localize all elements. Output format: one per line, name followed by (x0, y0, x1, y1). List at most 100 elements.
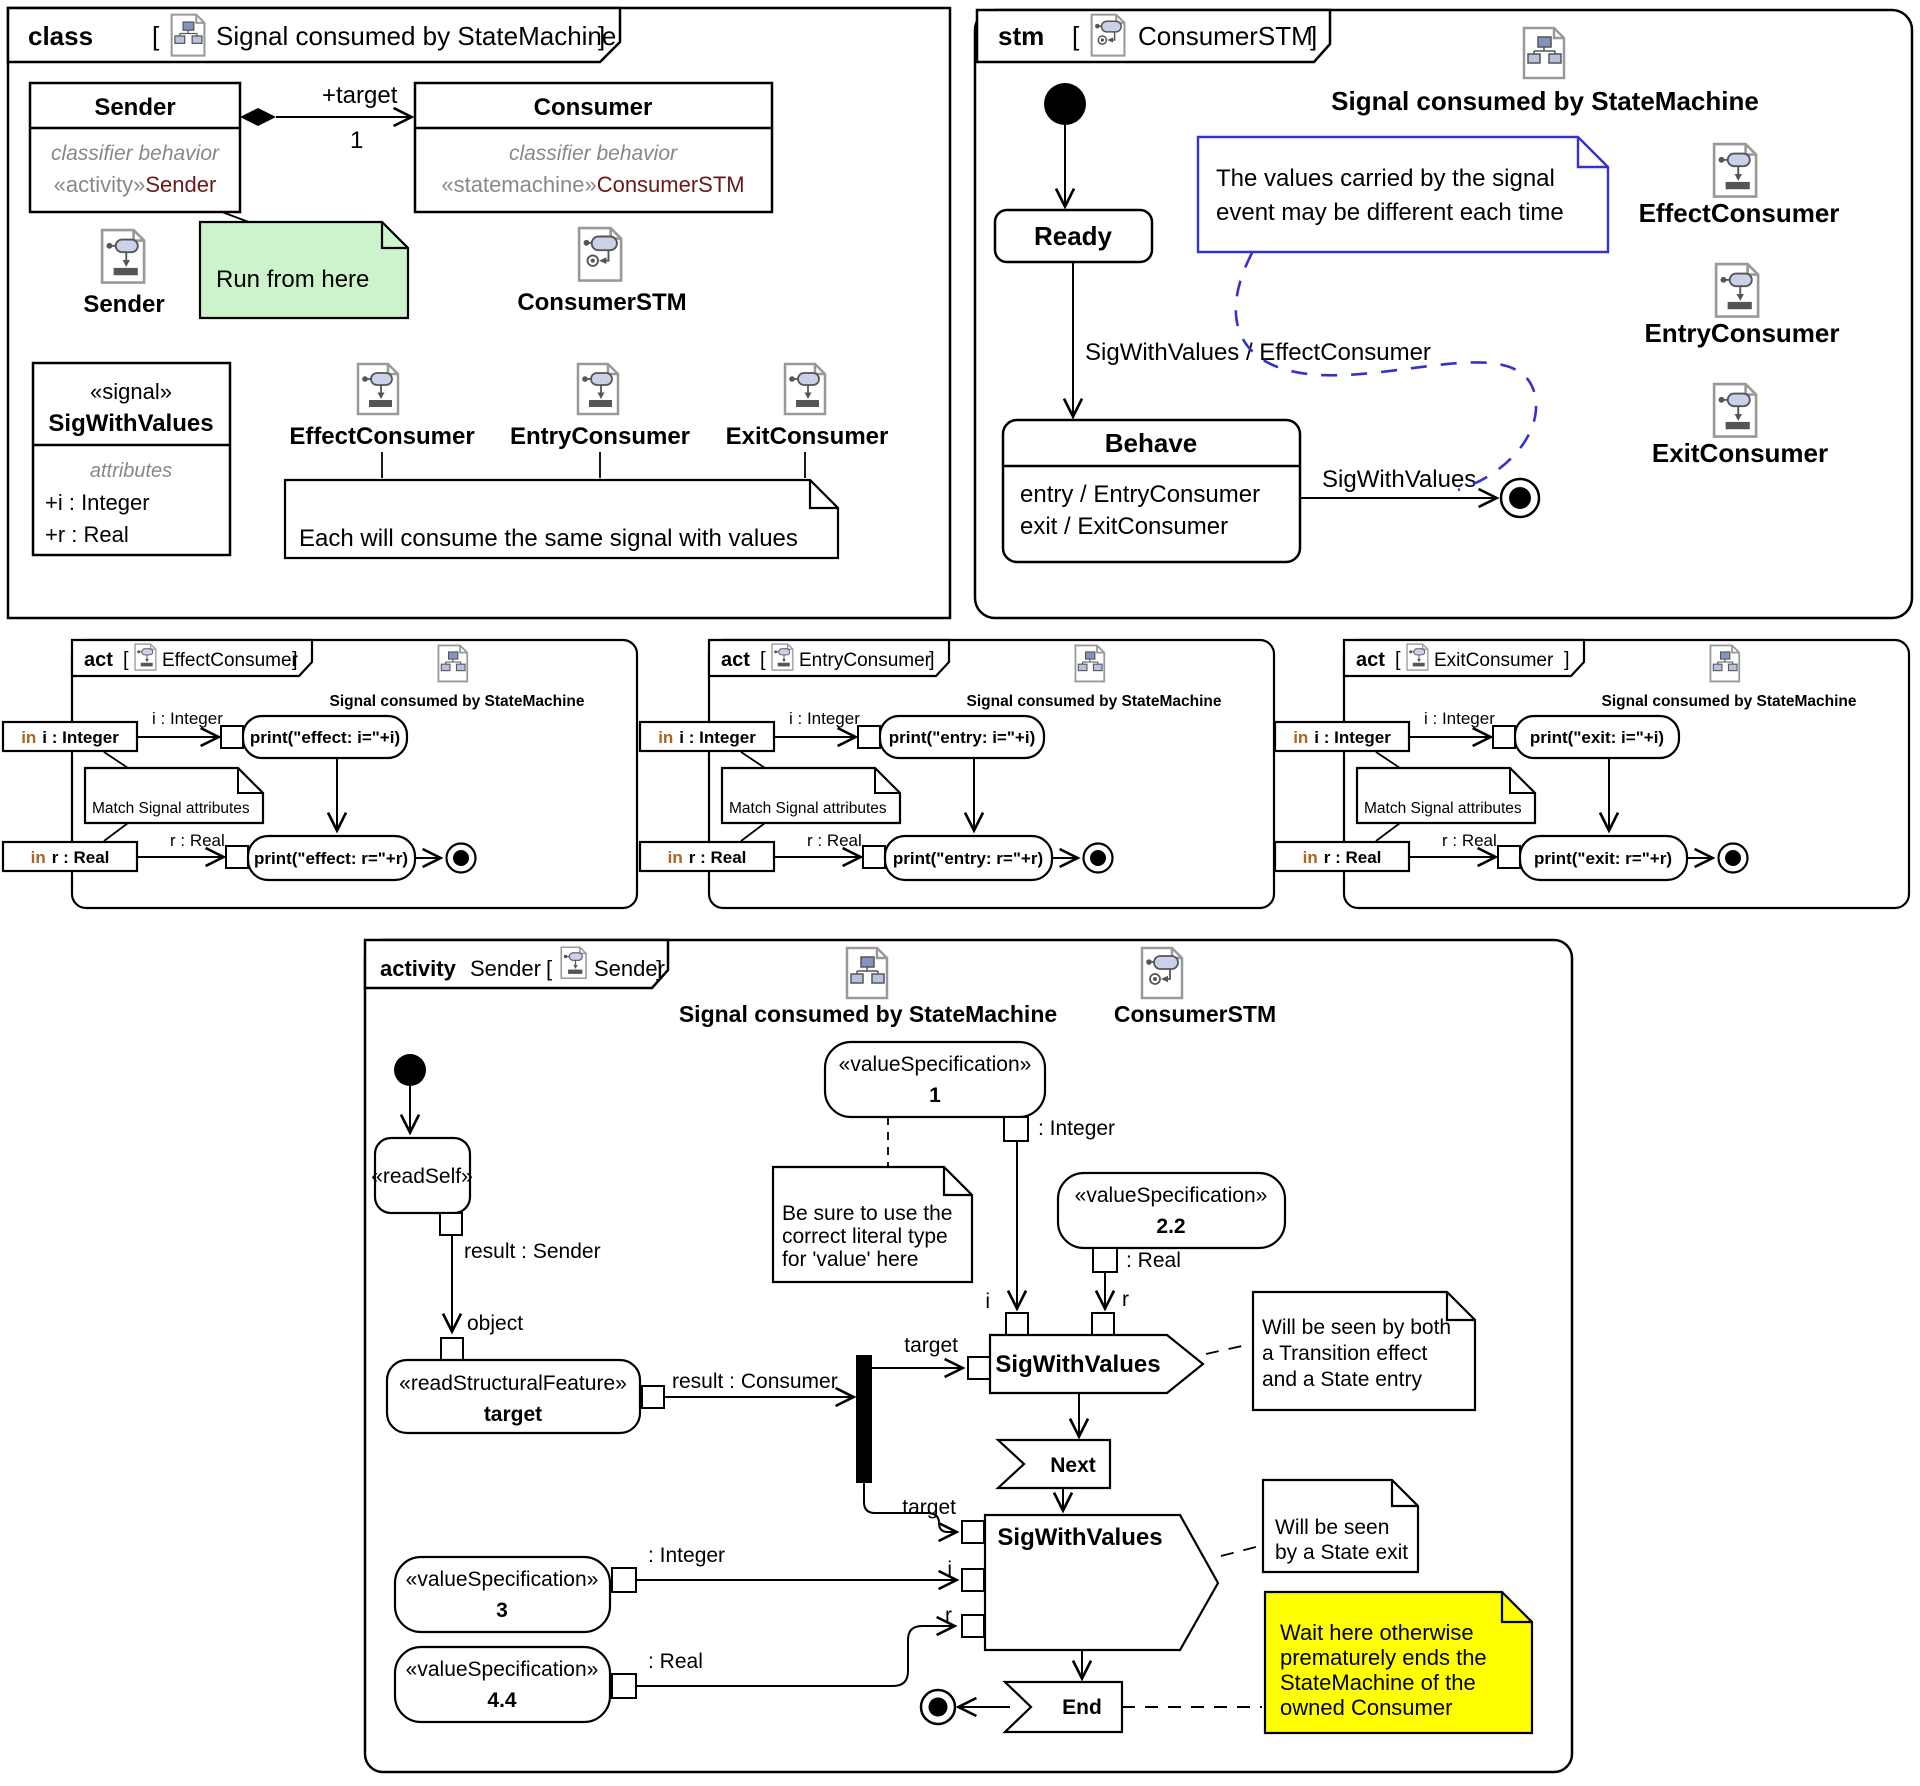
print-r-input-pin (1497, 845, 1521, 869)
literal-note-line3: for 'value' here (782, 1248, 918, 1271)
send2-sigwithvalues-action (983, 1513, 1220, 1652)
act-tab-activity-icon (771, 643, 794, 671)
readself-label: «readSelf» (371, 1165, 473, 1188)
valuespec-1-pin-label: : Integer (1038, 1117, 1115, 1140)
note-wait-fold-icon (1500, 1592, 1532, 1624)
behave-state-box (1001, 418, 1302, 564)
values-note-line2: event may be different each time (1216, 199, 1564, 226)
values-note-line1: The values carried by the signal (1216, 165, 1555, 192)
sigwithvalues-signal-class: «signal» SigWithValues attributes +i : I… (31, 361, 232, 557)
act-frame-bracket-open: [ (123, 649, 129, 671)
valuespec-22-result-pin (1092, 1247, 1118, 1273)
valuespec-3-stereotype: «valueSpecification» (406, 1568, 599, 1591)
sender-classifier-behavior-label: classifier behavior (51, 142, 220, 165)
effectconsumer-artifact-label: EffectConsumer (289, 423, 474, 450)
print-i-input-pin (220, 725, 244, 749)
print-r-input-pin (225, 845, 249, 869)
entryconsumer-artifact-label: EntryConsumer (510, 423, 690, 450)
valuespec-22-pin-label: : Real (1126, 1249, 1181, 1272)
act-frame-bracket-close: ] (1564, 649, 1570, 671)
act-package-icon (437, 644, 469, 683)
entryconsumer-activity-icon (1714, 262, 1760, 318)
note-both-line2: a Transition effect (1262, 1342, 1428, 1365)
class-frame-title: Signal consumed by StateMachine (216, 21, 616, 51)
entryconsumer-activity-icon (576, 362, 620, 416)
activity-frame-name: Sender (470, 956, 541, 981)
param-node-r (1273, 840, 1411, 873)
edge-i-label: i : Integer (152, 709, 223, 728)
note-wait-line4: owned Consumer (1280, 1695, 1452, 1720)
valuespec-1-value: 1 (929, 1084, 941, 1107)
activity-package-label: Signal consumed by StateMachine (679, 1001, 1057, 1027)
behave-state-name: Behave (1105, 428, 1198, 458)
match-note-body (83, 766, 265, 825)
note-exit-anchor (1220, 1545, 1261, 1557)
note-wait-body (1263, 1590, 1534, 1735)
print-i-action (878, 714, 1046, 760)
accept-next-action (995, 1438, 1112, 1490)
edge-r-label: r : Real (807, 831, 862, 850)
signal-attr-i: +i : Integer (45, 490, 150, 515)
sender-class: Sender classifier behavior «activity»Sen… (28, 81, 242, 214)
association-role-label: +target (322, 82, 398, 109)
note-wait-line3: StateMachine of the (1280, 1670, 1476, 1695)
note-both-line1: Will be seen by both (1262, 1316, 1451, 1339)
match-note-fold-icon (874, 768, 900, 794)
send2-r-pin (961, 1614, 985, 1638)
fork-to-send2-edge (863, 1483, 960, 1543)
valuespec-3-value: 3 (496, 1599, 508, 1622)
send1-r-pin-label: r (1122, 1288, 1129, 1311)
exitconsumer-activity-icon (783, 362, 827, 416)
valuespec-3-pin-label: : Integer (648, 1544, 725, 1567)
param-node-i (638, 720, 776, 753)
behave-to-final-label: SigWithValues (1322, 466, 1476, 493)
signal-name: SigWithValues (48, 410, 213, 437)
send2-target-pin (961, 1520, 985, 1544)
act-package-icon (1074, 644, 1106, 683)
send1-sigwithvalues-action (988, 1333, 1205, 1395)
behave-exit-label: exit / ExitConsumer (1020, 513, 1228, 540)
stm-frame-tab (975, 8, 1332, 64)
exitconsumer-artifact-label: ExitConsumer (726, 423, 889, 450)
act-frame-entryconsumer: act [ EntryConsumer ] Signal consumed by… (638, 638, 1276, 910)
note-both-fold-icon (1445, 1292, 1475, 1322)
valuespec-1-stereotype: «valueSpecification» (839, 1053, 1032, 1076)
match-note-anchor-r (103, 822, 129, 842)
act-frame-tab (707, 638, 951, 678)
association-multiplicity: 1 (350, 127, 363, 154)
values-note-fold-icon (1576, 137, 1608, 169)
edge-i-label: i : Integer (1424, 709, 1495, 728)
match-note-fold-icon (237, 768, 263, 794)
consume-note-text: Each will consume the same signal with v… (299, 525, 798, 552)
send1-r-pin (1091, 1312, 1115, 1336)
values-note: The values carried by the signal event m… (1196, 135, 1610, 254)
act-frame-title: ExitConsumer (1434, 650, 1554, 671)
stm-frame-bracket-open: [ (1072, 21, 1080, 51)
activity-frame-bracket-open: [ (546, 956, 552, 981)
match-note-body (720, 766, 902, 825)
match-note-anchor-i (103, 751, 129, 769)
effectconsumer-activity-icon (1712, 142, 1758, 198)
consumerstm-artifact-label: ConsumerSTM (517, 289, 686, 316)
send1-i-pin-label: i (985, 1290, 990, 1313)
values-note-anchor (1234, 252, 1538, 492)
ready-state-label: Ready (1034, 221, 1113, 251)
consumerstm-statemachine-icon (577, 226, 623, 282)
note-wait-line2: prematurely ends the (1280, 1645, 1487, 1670)
note-wait-line1: Wait here otherwise (1280, 1620, 1474, 1645)
consumer-classifier-behavior-label: classifier behavior (509, 142, 678, 165)
send1-i-pin (1005, 1312, 1029, 1336)
literal-note-body (771, 1165, 974, 1284)
valuespec-44-action (393, 1645, 612, 1724)
valuespec-44-value: 4.4 (487, 1689, 517, 1712)
run-note-text: Run from here (216, 266, 369, 293)
result-sender-label: result : Sender (464, 1240, 601, 1263)
act-frame-bracket-close: ] (292, 649, 298, 671)
note-both: Will be seen by both a Transition effect… (1251, 1290, 1477, 1412)
ready-to-behave-label: SigWithValues / EffectConsumer (1085, 339, 1431, 366)
behave-state: Behave entry / EntryConsumer exit / Exit… (1001, 418, 1302, 564)
activity-final-dot-icon (928, 1697, 948, 1717)
